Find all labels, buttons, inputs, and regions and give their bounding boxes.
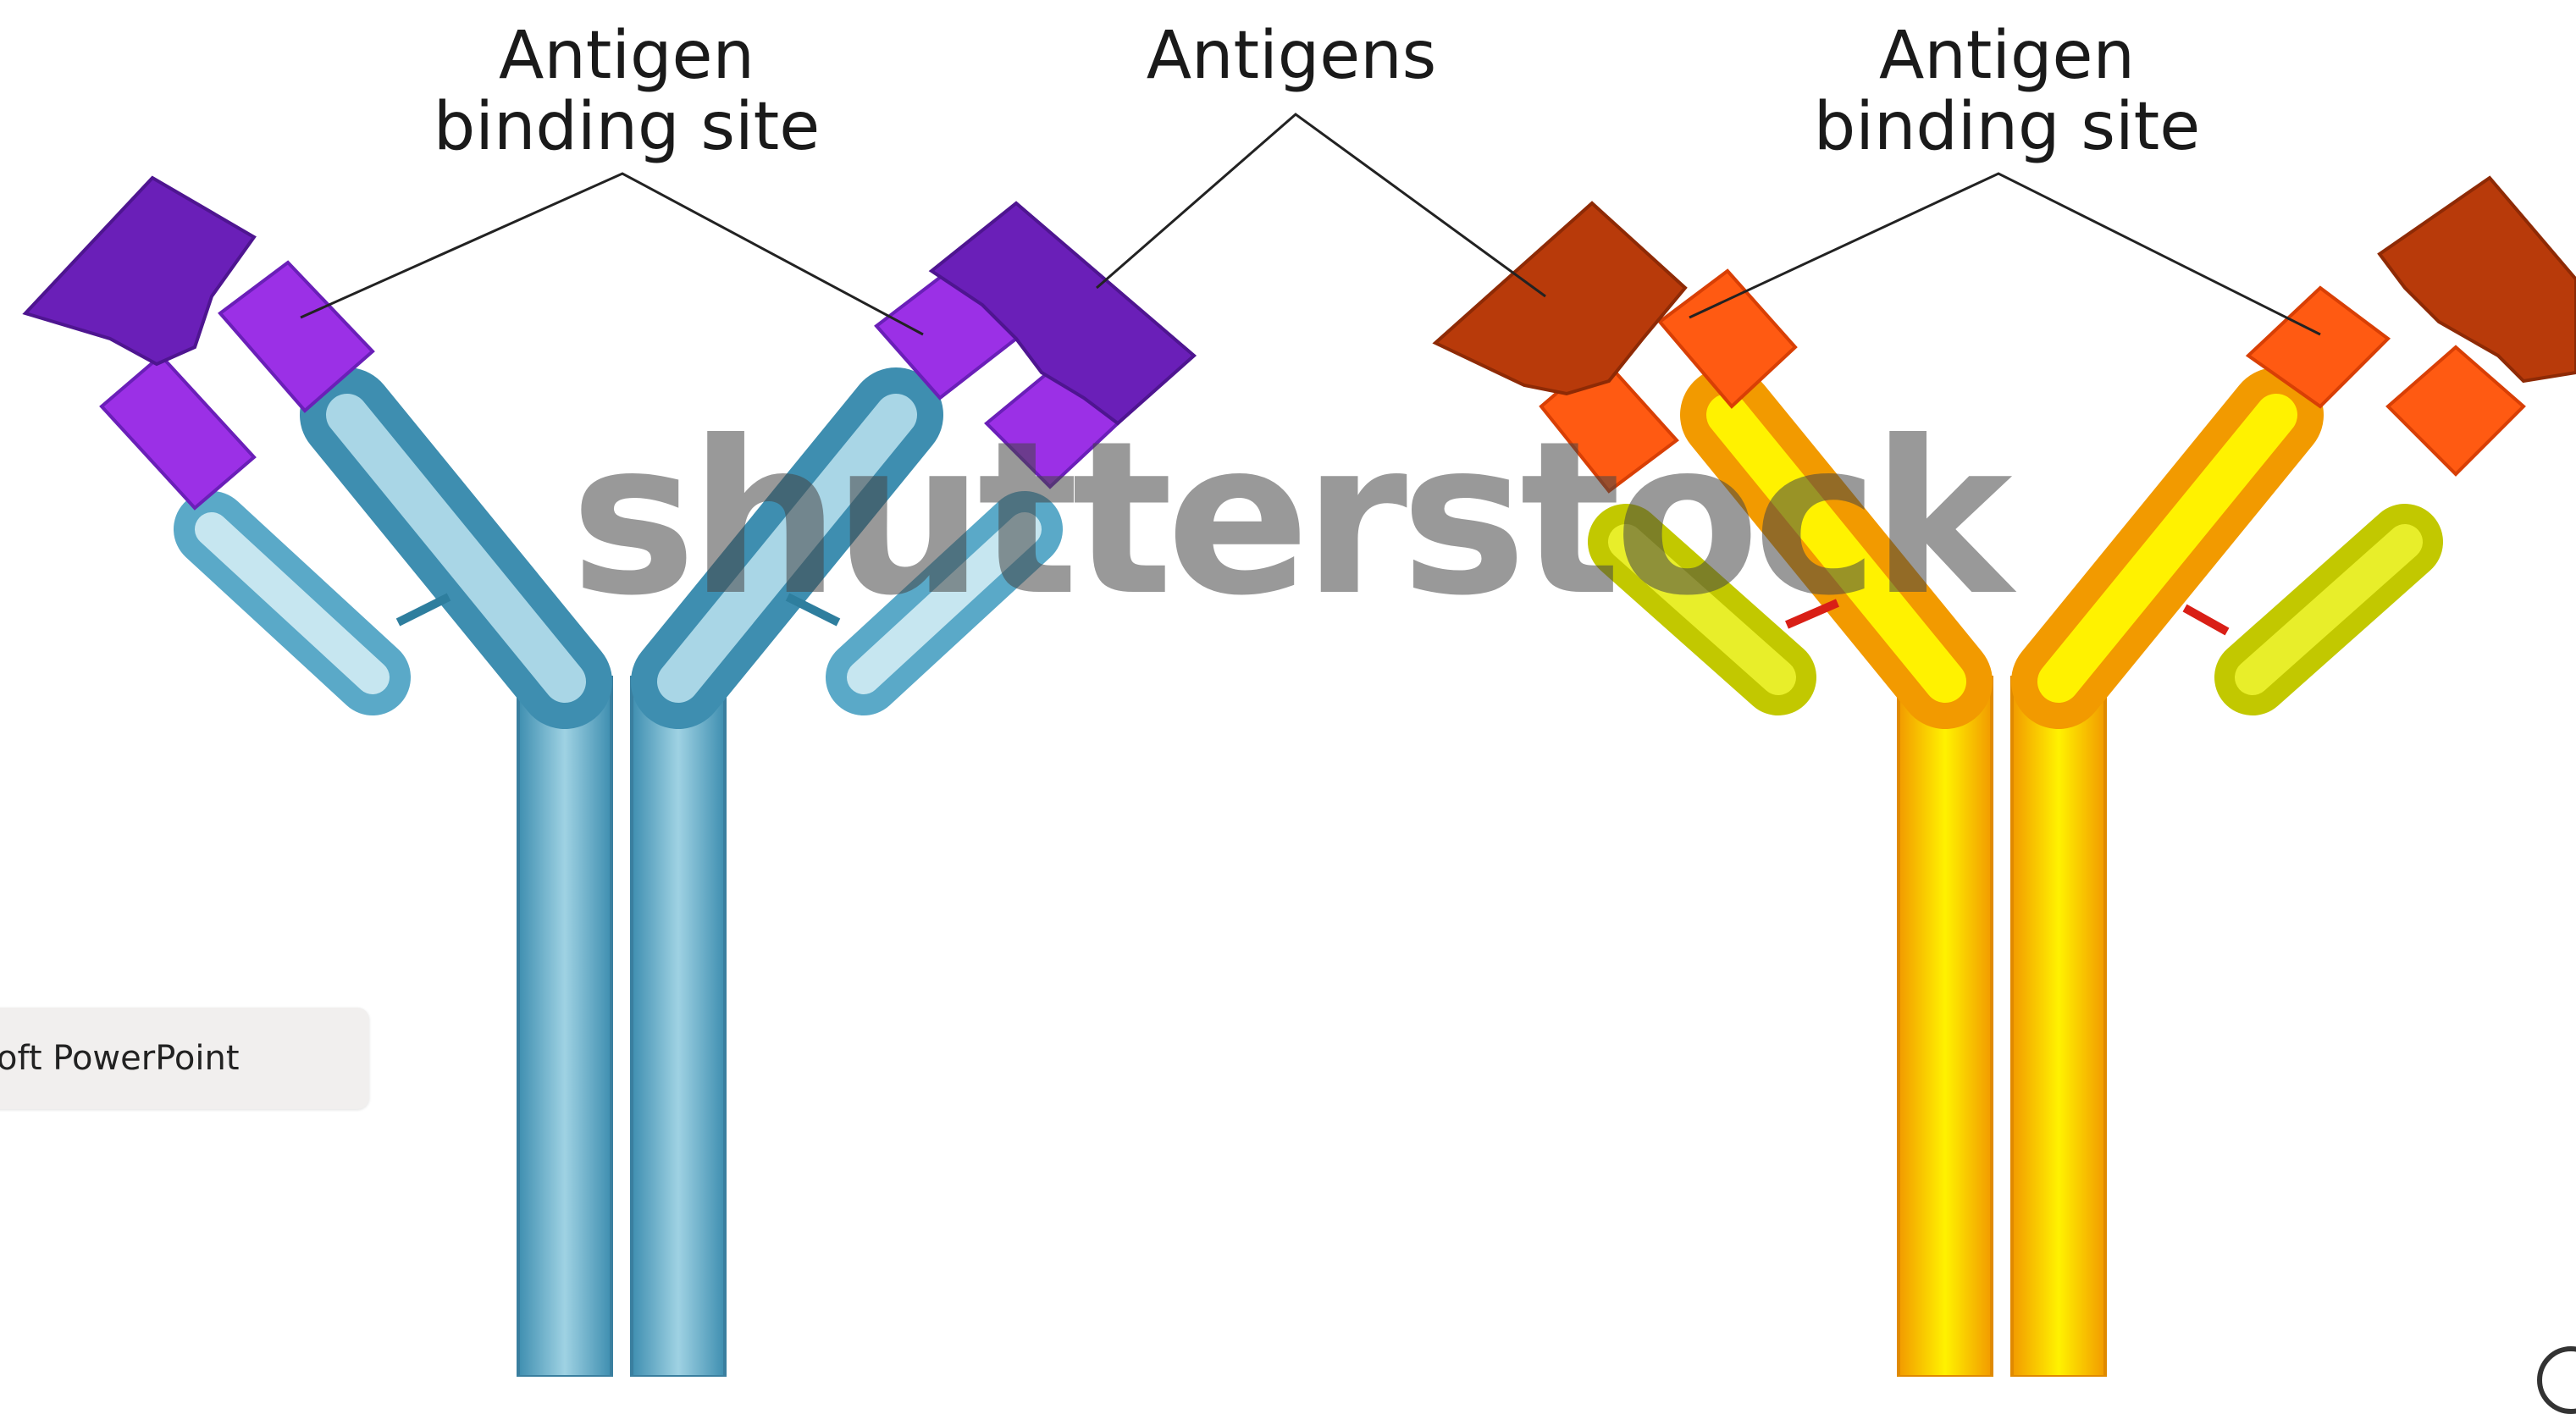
antibody-diagram [0,0,2576,1377]
label-antigen-binding-site-right: Antigen binding site [1753,20,2261,163]
left-heavy-chain-stem-2 [632,677,725,1377]
right-heavy-chain-stem-1 [1899,677,1992,1377]
leader-middle [1097,114,1545,296]
label-line-2: binding site [373,91,881,163]
watermark: shutterstock [0,413,2576,625]
left-heavy-chain-stem-1 [518,677,611,1377]
right-heavy-chain-stem-2 [2012,677,2105,1377]
label-antigen-binding-site-left: Antigen binding site [373,20,881,163]
label-line-1: Antigen [373,20,881,91]
left-antigen-1 [25,178,254,364]
label-line-1: Antigens [1037,20,1545,91]
right-antigen-2 [2380,178,2576,381]
label-line-1: Antigen [1753,20,2261,91]
right-antigen-1 [1435,203,1685,394]
leader-right [1689,174,2320,334]
label-line-2: binding site [1753,91,2261,163]
leader-left [301,174,923,334]
right-antibody [1435,178,2576,1377]
label-antigens: Antigens [1037,20,1545,91]
left-antibody [25,178,1194,1377]
source-chip[interactable]: oft PowerPoint [0,1008,369,1109]
